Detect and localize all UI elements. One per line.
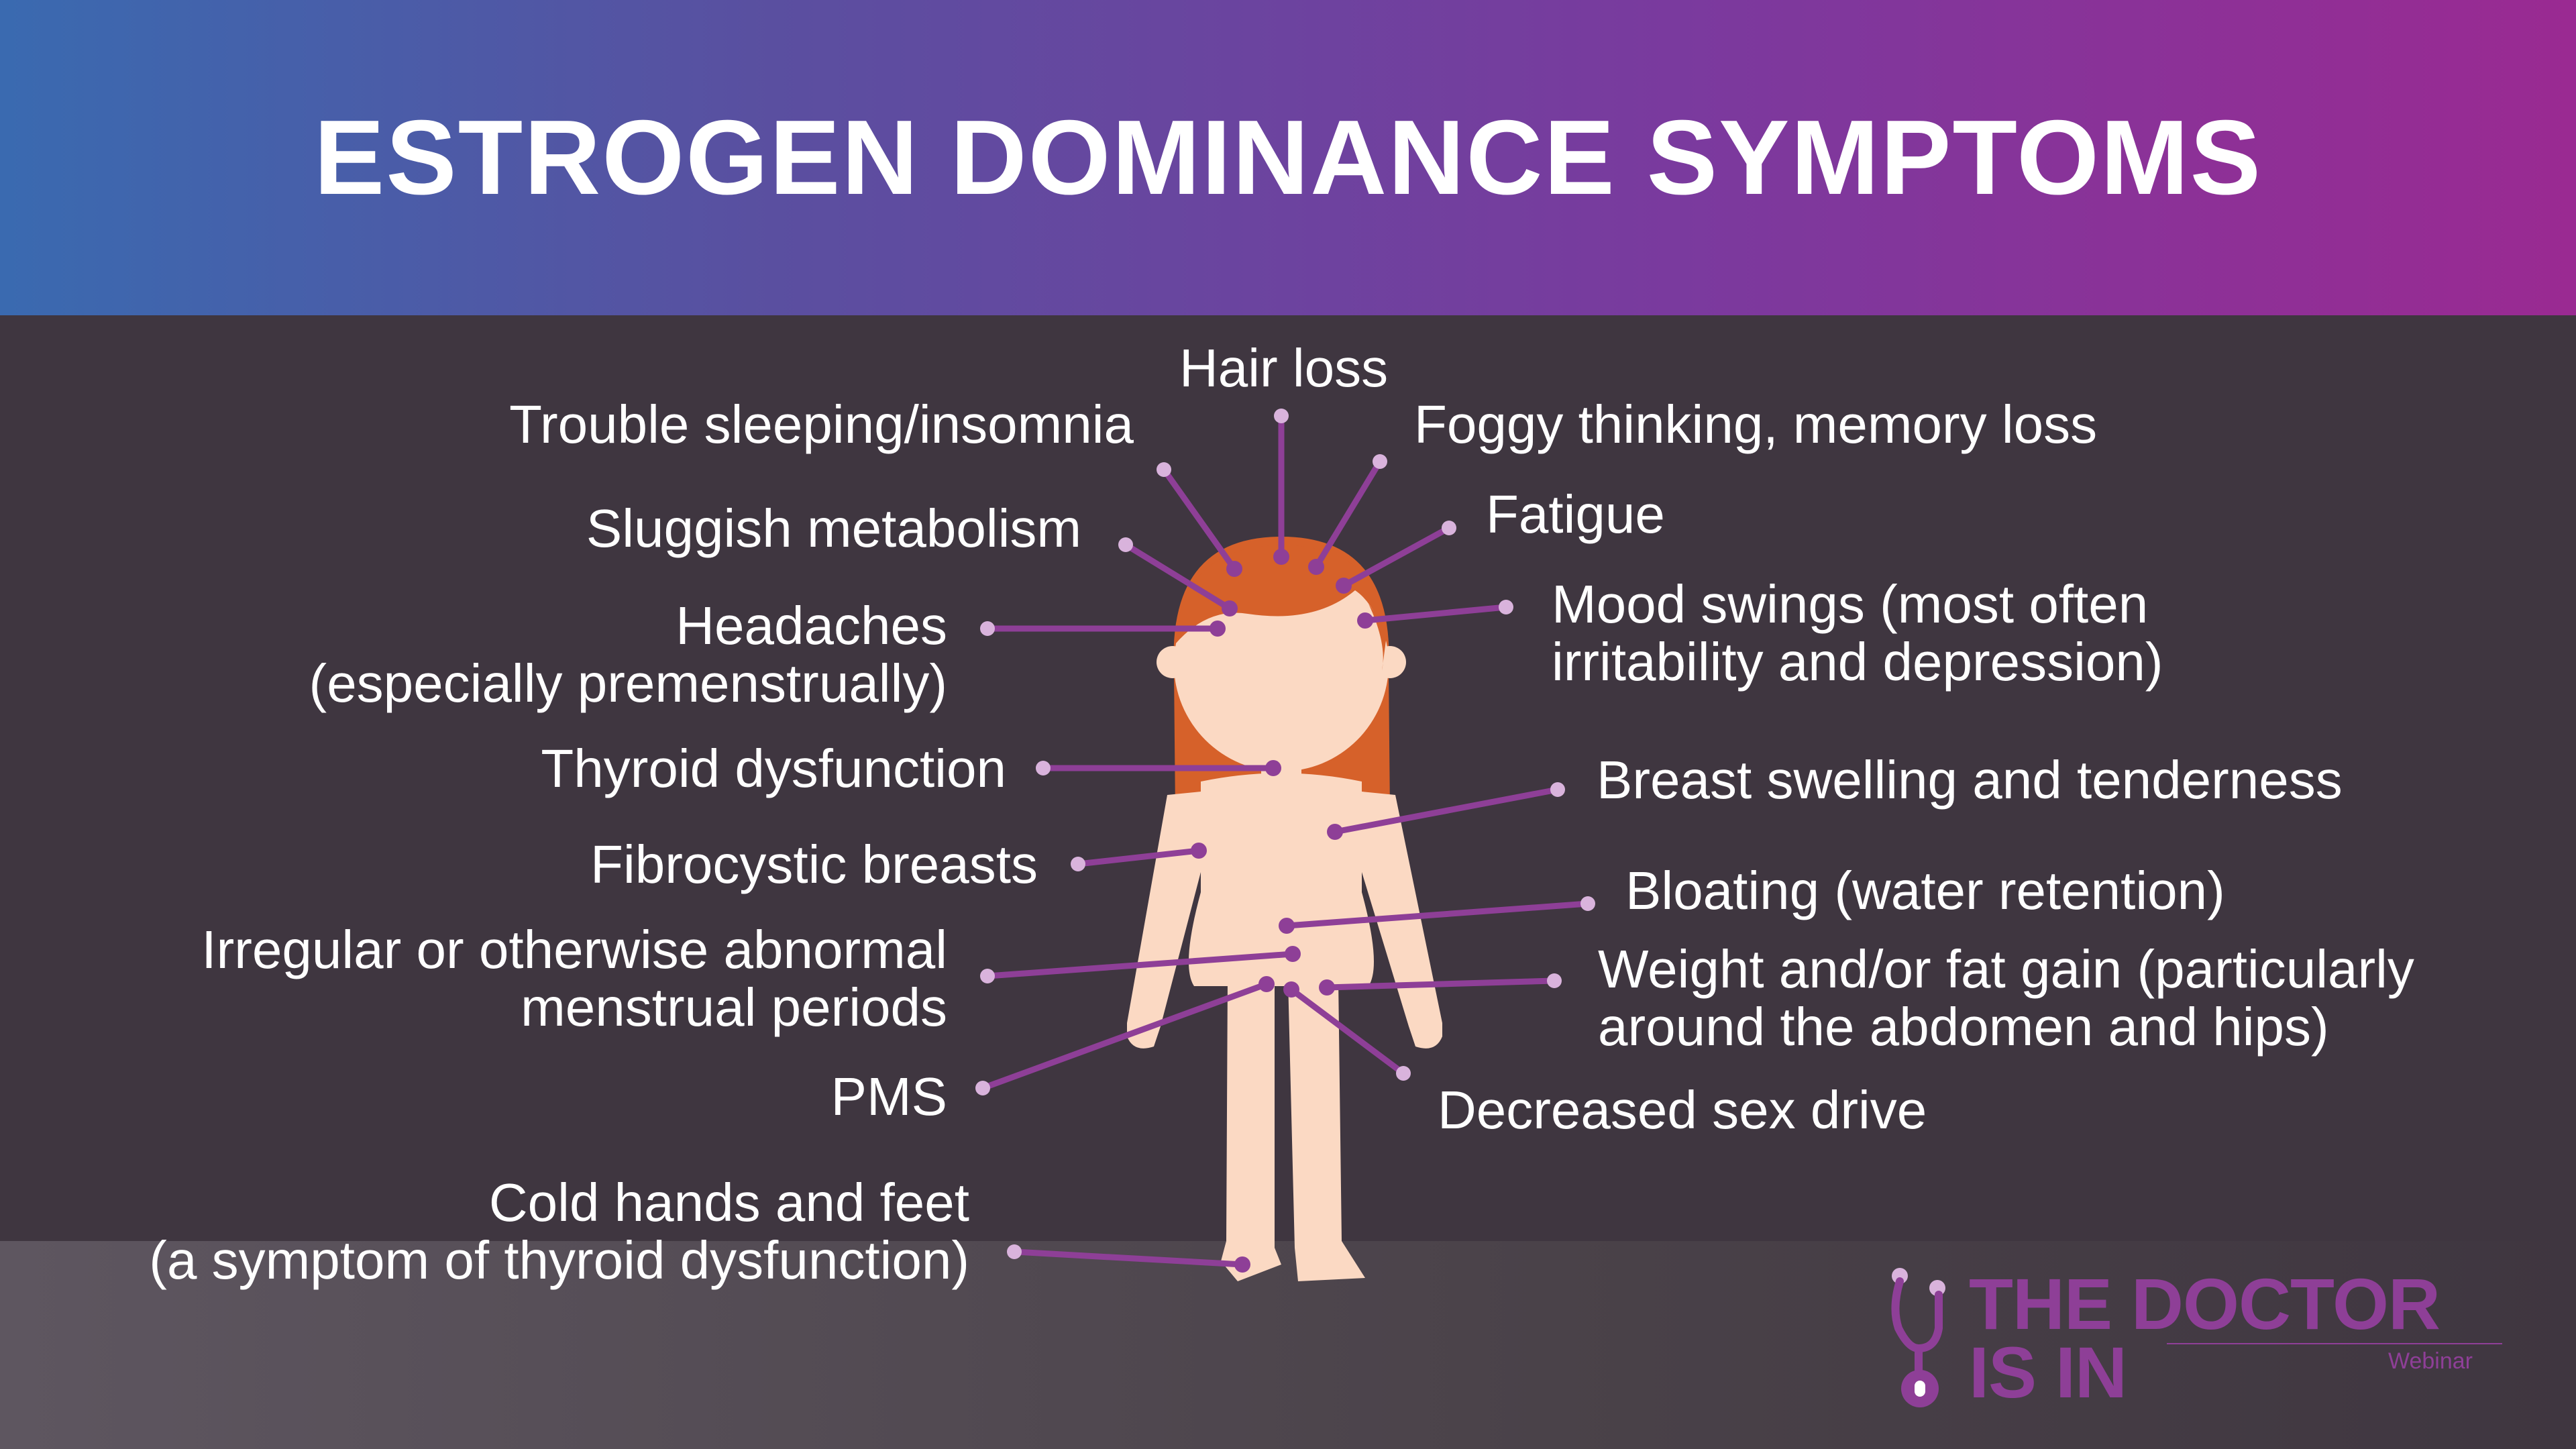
- label-headaches-line2: (especially premenstrually): [309, 653, 947, 713]
- leader-line-breast-swelling: [1334, 786, 1558, 835]
- label-cold-hands: Cold hands and feet (a symptom of thyroi…: [149, 1174, 969, 1289]
- leader-dot-fibrocystic: [1071, 857, 1085, 871]
- leader-dot-weight: [1547, 973, 1562, 988]
- leader-anchor-pms: [1258, 976, 1275, 992]
- leader-dot-sluggish-metab: [1118, 537, 1133, 552]
- leader-dot-fatigue: [1442, 521, 1456, 535]
- leader-line-fibrocystic: [1077, 847, 1199, 867]
- leader-line-trouble-sleeping: [1161, 468, 1237, 571]
- label-weight-line2: around the abdomen and hips): [1598, 997, 2329, 1057]
- leader-anchor-cold-hands: [1234, 1256, 1250, 1273]
- leader-anchor-headaches: [1210, 621, 1226, 637]
- leader-dot-trouble-sleeping: [1157, 462, 1171, 477]
- leader-anchor-sluggish-metab: [1222, 600, 1238, 616]
- leader-dot-sex-drive: [1396, 1066, 1411, 1081]
- leader-line-fatigue: [1342, 525, 1451, 588]
- leader-dot-cold-hands: [1007, 1244, 1022, 1259]
- label-cold-line2: (a symptom of thyroid dysfunction): [149, 1230, 969, 1290]
- leg-right: [1288, 979, 1365, 1281]
- label-hair-loss: Hair loss: [1179, 338, 1389, 398]
- label-sex-drive: Decreased sex drive: [1438, 1080, 1927, 1140]
- leader-anchor-trouble-sleeping: [1226, 561, 1242, 577]
- arm-left: [1127, 792, 1201, 1049]
- torso: [1189, 773, 1374, 986]
- leader-line-sluggish-metab: [1124, 542, 1232, 611]
- leader-dot-hair-loss: [1274, 409, 1289, 423]
- leader-line-pms: [981, 981, 1268, 1091]
- logo-line1: THE DOCTOR: [1969, 1263, 2440, 1344]
- figure-illustration: [1127, 537, 1442, 1281]
- leg-left: [1221, 979, 1281, 1281]
- leader-anchor-fatigue: [1336, 578, 1352, 594]
- label-trouble-sleeping: Trouble sleeping/insomnia: [509, 394, 1134, 454]
- header-banner: ESTROGEN DOMINANCE SYMPTOMS: [0, 0, 2576, 315]
- label-headaches: Headaches (especially premenstrually): [309, 597, 947, 712]
- logo-subtitle: Webinar: [2388, 1348, 2473, 1374]
- label-bloating: Bloating (water retention): [1625, 861, 2225, 920]
- leader-dot-thyroid: [1036, 761, 1051, 775]
- label-mood-swings-line1: Mood swings (most often: [1552, 574, 2149, 634]
- page-title: ESTROGEN DOMINANCE SYMPTOMS: [313, 99, 2263, 217]
- leader-line-irregular: [987, 951, 1293, 979]
- label-breast-swelling: Breast swelling and tenderness: [1597, 750, 2343, 810]
- stethoscope-icon: [1891, 1268, 1945, 1407]
- leader-anchor-mood-swings: [1357, 612, 1373, 629]
- leader-dot-mood-swings: [1499, 600, 1513, 614]
- label-sluggish-metabolism: Sluggish metabolism: [586, 498, 1081, 558]
- leader-anchor-foggy-thinking: [1308, 559, 1324, 575]
- leader-lines: [975, 409, 1595, 1273]
- leader-anchor-bloating: [1279, 918, 1295, 934]
- leader-dot-bloating: [1580, 896, 1595, 911]
- leader-anchor-irregular: [1285, 946, 1301, 962]
- label-irregular-periods: Irregular or otherwise abnormal menstrua…: [201, 921, 947, 1036]
- leader-dot-headaches: [980, 621, 995, 636]
- label-foggy-thinking: Foggy thinking, memory loss: [1414, 394, 2098, 454]
- leader-anchor-breast-swelling: [1327, 824, 1343, 840]
- leader-anchor-sex-drive: [1283, 981, 1299, 998]
- leader-dot-irregular: [980, 969, 995, 983]
- leader-anchor-fibrocystic: [1191, 843, 1207, 859]
- label-pms: PMS: [830, 1067, 947, 1126]
- label-mood-swings-line2: irritability and depression): [1552, 632, 2163, 692]
- leader-anchor-hair-loss: [1273, 549, 1289, 565]
- leader-line-weight: [1326, 977, 1555, 991]
- label-weight-line1: Weight and/or fat gain (particularly: [1598, 939, 2414, 999]
- label-irregular-line2: menstrual periods: [521, 977, 947, 1037]
- label-mood-swings: Mood swings (most often irritability and…: [1552, 576, 2163, 691]
- leader-anchor-weight: [1319, 979, 1335, 996]
- floor-gradient: [0, 1241, 2576, 1449]
- label-weight-gain: Weight and/or fat gain (particularly aro…: [1598, 941, 2414, 1056]
- logo: THE DOCTOR IS IN Webinar: [1872, 1254, 2516, 1415]
- leader-dot-pms: [975, 1081, 990, 1095]
- leader-line-bloating: [1286, 900, 1589, 929]
- leader-anchor-thyroid: [1265, 760, 1281, 776]
- label-fibrocystic: Fibrocystic breasts: [590, 835, 1038, 894]
- leader-line-mood-swings: [1364, 604, 1507, 624]
- label-fatigue: Fatigue: [1486, 484, 1665, 544]
- leader-line-cold-hands: [1014, 1248, 1243, 1268]
- logo-line2: IS IN: [1969, 1332, 2127, 1413]
- label-headaches-line1: Headaches: [676, 596, 947, 655]
- label-cold-line1: Cold hands and feet: [488, 1173, 969, 1232]
- logo-divider: [2167, 1343, 2502, 1344]
- leader-line-sex-drive: [1289, 987, 1405, 1076]
- label-thyroid: Thyroid dysfunction: [541, 739, 1006, 798]
- label-irregular-line1: Irregular or otherwise abnormal: [201, 920, 947, 979]
- leader-dot-breast-swelling: [1550, 782, 1565, 797]
- leader-dot-foggy-thinking: [1373, 454, 1387, 469]
- leader-line-foggy-thinking: [1313, 460, 1383, 569]
